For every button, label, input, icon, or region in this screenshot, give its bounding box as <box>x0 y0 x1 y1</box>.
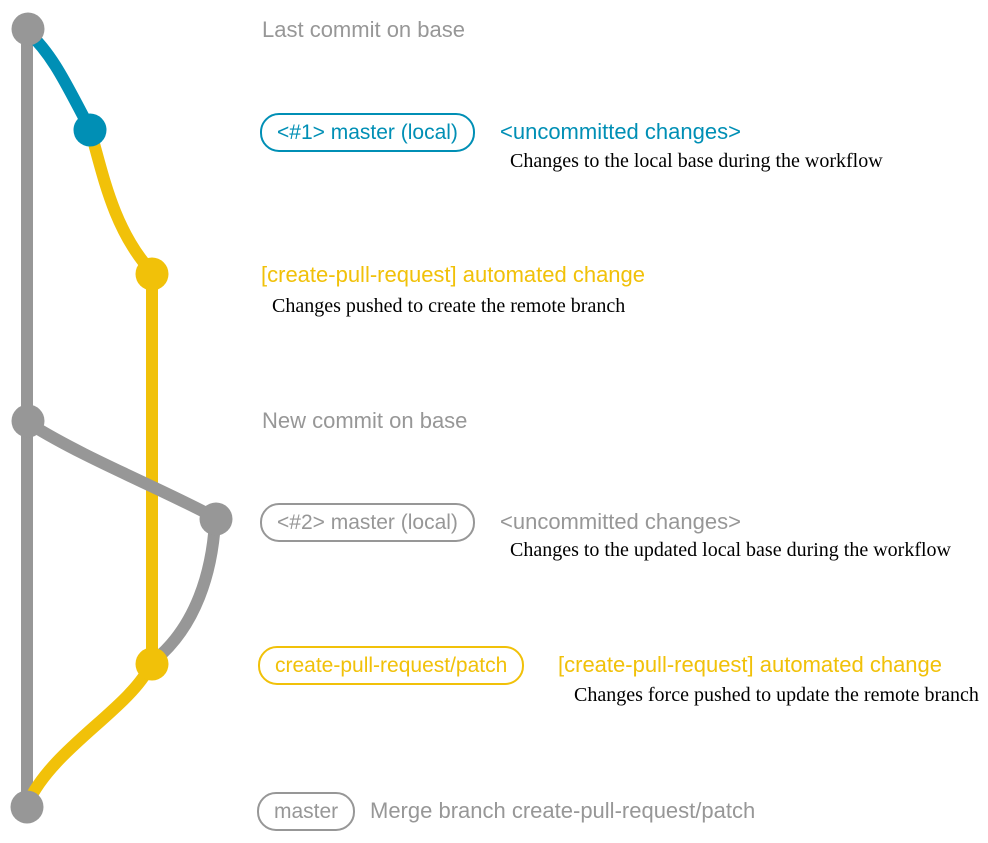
label-last-commit-on-base: Last commit on base <box>262 17 465 42</box>
label-uncommitted-changes-2: <uncommitted changes> <box>500 509 741 534</box>
badge-master: master <box>257 792 356 831</box>
commit-dot-merge <box>10 790 44 824</box>
commit-dot-automated-change-2 <box>135 647 169 681</box>
yellow-branch-lower-curve <box>22 660 156 809</box>
annotation-force-push-update-remote-branch: Changes force pushed to update the remot… <box>574 684 979 706</box>
badge-create-pull-request-patch: create-pull-request/patch <box>258 646 525 685</box>
label-uncommitted-changes-1: <uncommitted changes> <box>500 119 741 144</box>
gray-branch-upper-curve <box>24 418 220 523</box>
annotation-push-create-remote-branch: Changes pushed to create the remote bran… <box>272 295 626 317</box>
commit-dot-master-local-2 <box>199 502 233 536</box>
annotation-local-base-changes: Changes to the local base during the wor… <box>510 150 883 172</box>
badge-master-local-2: <#2> master (local) <box>260 503 475 542</box>
commit-dot-automated-change-1 <box>135 257 169 291</box>
label-automated-change-1: [create-pull-request] automated change <box>261 262 646 287</box>
gray-branch-lower-curve <box>149 516 221 666</box>
commit-dot-last-base <box>11 12 45 46</box>
commit-dot-master-local-1 <box>73 113 107 147</box>
label-new-commit-on-base: New commit on base <box>262 408 468 433</box>
annotation-updated-local-base-changes: Changes to the updated local base during… <box>510 539 951 561</box>
label-automated-change-2: [create-pull-request] automated change <box>558 652 943 677</box>
label-merge-branch: Merge branch create-pull-request/patch <box>370 798 756 823</box>
commit-dot-new-base <box>11 404 45 438</box>
badge-master-local-1: <#1> master (local) <box>260 113 475 152</box>
commit-graph <box>10 12 233 824</box>
teal-branch-curve <box>22 26 95 133</box>
yellow-branch-upper-curve <box>85 127 156 276</box>
